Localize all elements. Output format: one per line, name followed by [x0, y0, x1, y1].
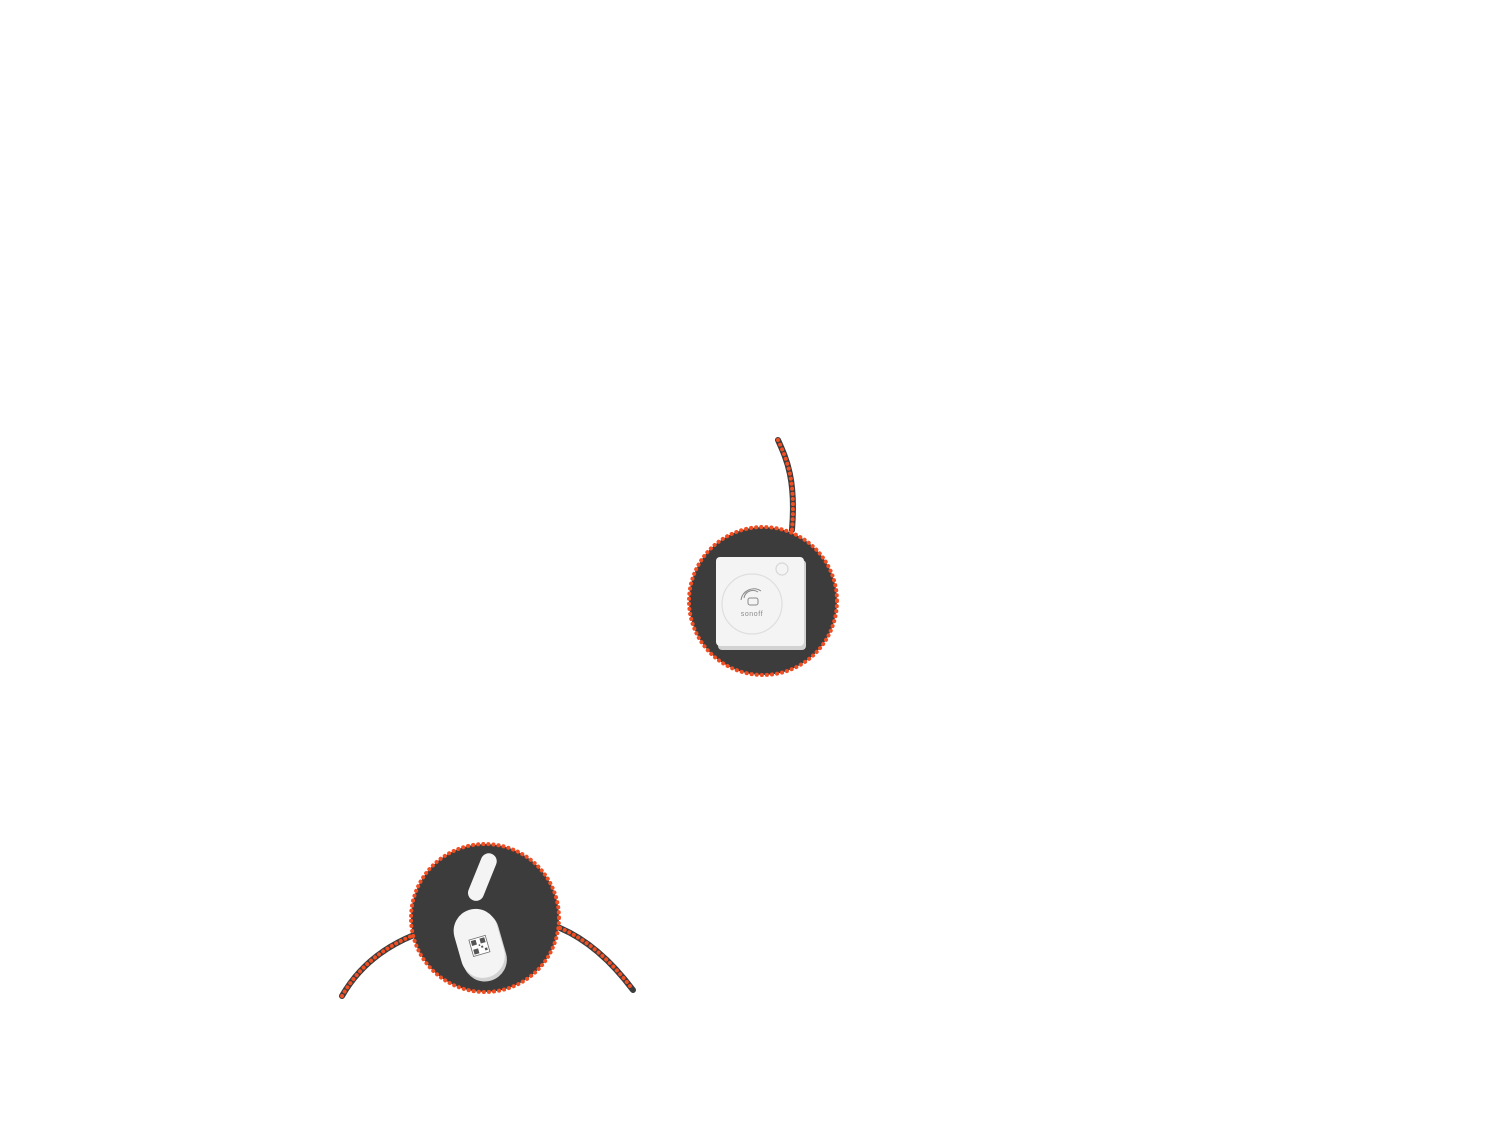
connector-lines [339, 437, 796, 999]
connector-dots [776, 438, 795, 532]
door-window-sensor-node [409, 842, 561, 994]
connector-line-bottom-right [557, 925, 636, 993]
dotted-outline [687, 525, 839, 677]
connector-line-bottom-left [339, 932, 417, 999]
motion-sensor-node: sonoff [687, 525, 839, 677]
connector-dots [340, 933, 416, 998]
dotted-outline [409, 842, 561, 994]
connector-dots [558, 926, 635, 992]
brand-label: sonoff [741, 611, 764, 618]
square-motion-sensor-icon: sonoff [716, 557, 806, 650]
door-window-contact-sensor-icon [453, 853, 507, 982]
qr-code-icon [468, 934, 491, 957]
